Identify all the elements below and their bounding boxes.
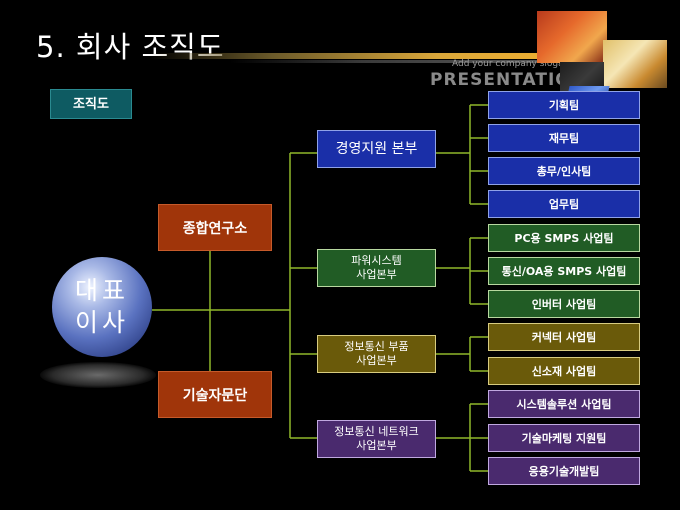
- title-underline-bar-secondary: [230, 60, 560, 63]
- team-label: 재무팀: [548, 132, 580, 145]
- team-pc-smps[interactable]: PC용 SMPS 사업팀: [488, 224, 640, 252]
- team-label: 응용기술개발팀: [528, 465, 600, 478]
- side-unit-technical-advisory[interactable]: 기술자문단: [158, 371, 272, 418]
- team-label: 총무/인사팀: [536, 165, 592, 178]
- team-applied-tech-dev[interactable]: 응용기술개발팀: [488, 457, 640, 485]
- ceo-orb-shadow: [40, 362, 156, 388]
- ceo-title-line1: 대표: [74, 276, 129, 305]
- team-connector[interactable]: 커넥터 사업팀: [488, 323, 640, 351]
- team-label: 업무팀: [548, 198, 580, 211]
- division-label-line1: 정보통신 네트워크: [334, 425, 419, 438]
- team-telecom-oa-smps[interactable]: 통신/OA용 SMPS 사업팀: [488, 257, 640, 285]
- team-label: 시스템솔루션 사업팀: [516, 398, 612, 411]
- division-label-line2: 사업본부: [356, 439, 397, 452]
- side-unit-research-institute[interactable]: 종합연구소: [158, 204, 272, 251]
- team-finance[interactable]: 재무팀: [488, 124, 640, 152]
- division-label-line1: 파워시스템: [351, 254, 402, 267]
- header-photo-typing-hands: [603, 40, 667, 88]
- company-slogan: Add your company slogan: [452, 59, 570, 69]
- team-label: 신소재 사업팀: [531, 365, 597, 378]
- team-label: 커넥터 사업팀: [531, 331, 597, 344]
- title-underline-bar: [150, 53, 560, 59]
- team-operations[interactable]: 업무팀: [488, 190, 640, 218]
- side-unit-label: 기술자문단: [182, 387, 248, 404]
- ceo-orb[interactable]: 대표 이사: [52, 257, 152, 357]
- division-label-line1: 경영지원 본부: [335, 141, 418, 157]
- division-telecom-parts[interactable]: 정보통신 부품 사업본부: [317, 335, 436, 373]
- team-label: 통신/OA용 SMPS 사업팀: [501, 265, 627, 278]
- division-label-line2: 사업본부: [356, 268, 397, 281]
- division-label-line2: 사업본부: [356, 354, 397, 367]
- team-new-materials[interactable]: 신소재 사업팀: [488, 357, 640, 385]
- division-power-system[interactable]: 파워시스템 사업본부: [317, 249, 436, 287]
- team-tech-marketing-support[interactable]: 기술마케팅 지원팀: [488, 424, 640, 452]
- team-label: 기술마케팅 지원팀: [521, 432, 607, 445]
- team-label: 인버터 사업팀: [531, 298, 597, 311]
- org-chart-label: 조직도: [50, 89, 132, 119]
- division-management-support[interactable]: 경영지원 본부: [317, 130, 436, 168]
- presentation-wordmark: PRESENTATION: [430, 70, 586, 90]
- team-inverter[interactable]: 인버터 사업팀: [488, 290, 640, 318]
- team-general-affairs-hr[interactable]: 총무/인사팀: [488, 157, 640, 185]
- side-unit-label: 종합연구소: [182, 220, 248, 237]
- ceo-title-line2: 이사: [74, 308, 129, 337]
- division-telecom-network[interactable]: 정보통신 네트워크 사업본부: [317, 420, 436, 458]
- team-system-solution[interactable]: 시스템솔루션 사업팀: [488, 390, 640, 418]
- header-photo-laptop-user: [537, 11, 607, 63]
- team-planning[interactable]: 기획팀: [488, 91, 640, 119]
- team-label: PC용 SMPS 사업팀: [514, 232, 614, 245]
- team-label: 기획팀: [548, 99, 580, 112]
- division-label-line1: 정보통신 부품: [344, 340, 409, 353]
